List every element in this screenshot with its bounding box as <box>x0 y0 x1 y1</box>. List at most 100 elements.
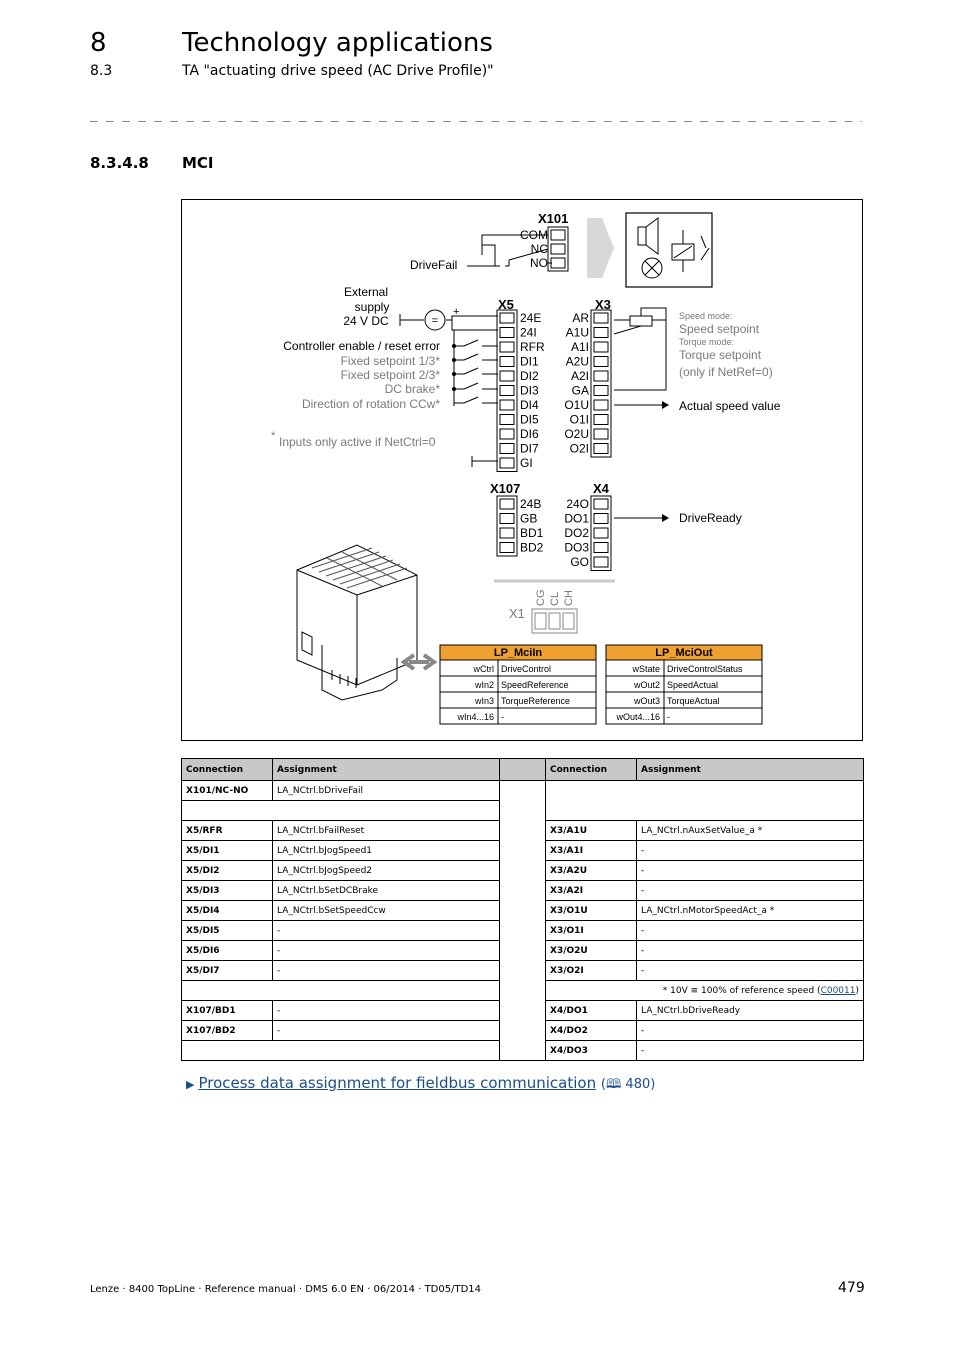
chapter-number: 8 <box>90 28 107 58</box>
x5-terminal-pin <box>499 327 515 338</box>
subsection-title: MCI <box>182 154 214 172</box>
x101-terminal-pin <box>550 243 566 255</box>
x3-terminal-pin <box>593 356 609 367</box>
connection-cell: X3/O2I <box>545 960 637 981</box>
x4-terminal-pin-label: 24O <box>566 497 589 511</box>
connection-cell: X5/DI3 <box>181 880 273 901</box>
connection-cell: X3/O2U <box>545 940 637 961</box>
assignment-cell: - <box>636 940 864 961</box>
page-reference[interactable]: (🕮 480) <box>600 1077 656 1092</box>
x5-terminal-pin <box>499 356 515 367</box>
lp-mciin-table-signal: DriveControl <box>501 664 551 674</box>
x5-terminal-pin-label: 24E <box>520 311 541 325</box>
connection-cell: X3/O1U <box>545 900 637 921</box>
connection-cell: X4/DO1 <box>545 1000 637 1021</box>
x1-pin-label: CH <box>563 590 575 606</box>
connection-cell: X107/BD2 <box>181 1020 273 1041</box>
assignment-cell: LA_NCtrl.bSetDCBrake <box>272 880 500 901</box>
assignment-cell: - <box>636 860 864 881</box>
note-star: * <box>271 430 276 442</box>
lp-mciin-table-port: wCtrl <box>473 664 495 674</box>
assignment-cell: - <box>636 920 864 941</box>
x4-terminal-pin-label: DO1 <box>564 512 589 526</box>
book-icon: 🕮 <box>605 1077 622 1092</box>
x4-terminal-pin-label: DO3 <box>564 541 589 555</box>
table-header-row: Connection Assignment Connection Assignm… <box>181 758 864 781</box>
x107-title: X107 <box>490 481 520 496</box>
x5-terminal-pin-label: DI6 <box>520 427 539 441</box>
subsection-number: 8.3.4.8 <box>90 154 149 172</box>
supply-line1: External <box>344 285 388 299</box>
arrow-icon <box>662 401 669 409</box>
x4-terminal-pin-label: DO2 <box>564 526 589 540</box>
assignment-cell: - <box>272 960 500 981</box>
chapter-title: Technology applications <box>182 28 493 58</box>
fieldbus-link[interactable]: Process data assignment for fieldbus com… <box>198 1074 597 1092</box>
cross-reference: ▶Process data assignment for fieldbus co… <box>186 1074 655 1097</box>
x3-terminal-pin <box>593 370 609 382</box>
x3-terminal-pin <box>593 341 609 353</box>
lp-mciout-table-signal: DriveControlStatus <box>667 664 743 674</box>
input-di4-label: Direction of rotation CCw* <box>302 397 440 411</box>
arrow-icon <box>662 514 669 522</box>
x3-terminal-pin-label: O2I <box>570 442 589 456</box>
assignment-cell: - <box>636 880 864 901</box>
x107-terminal-pin <box>499 513 515 524</box>
x3-terminal-pin <box>593 399 609 411</box>
x3-terminal-pin-label: A1U <box>566 326 589 340</box>
x5-terminal-pin <box>499 312 515 324</box>
lp-mciin-table-signal: TorqueReference <box>501 696 570 706</box>
x3-terminal-pin-label: A2U <box>566 355 589 369</box>
x5-terminal-pin <box>499 457 515 469</box>
x5-terminal-pin-label: DI4 <box>520 398 539 412</box>
driveready-label: DriveReady <box>679 511 742 525</box>
header-separator: _ _ _ _ _ _ _ _ _ _ _ _ _ _ _ _ _ _ _ _ … <box>90 108 862 122</box>
x5-terminal-pin <box>499 370 515 382</box>
lp-mciout-table-port: wOut4...16 <box>615 712 660 722</box>
lp-mciin-table-signal: - <box>501 712 504 722</box>
supply-symbol: = <box>432 315 438 327</box>
assignment-cell: LA_NCtrl.bSetSpeedCcw <box>272 900 500 921</box>
x5-terminal-pin <box>499 428 515 440</box>
assignment-cell: LA_NCtrl.bDriveFail <box>272 780 500 801</box>
x4-terminal-pin <box>593 498 609 510</box>
x101-terminal-pin <box>550 257 566 269</box>
page-number: 479 <box>838 1280 865 1296</box>
section-title: TA "actuating drive speed (AC Drive Prof… <box>182 63 494 79</box>
x5-title: X5 <box>498 297 514 312</box>
actual-speed-label: Actual speed value <box>679 399 781 413</box>
speaker-icon <box>637 217 659 255</box>
x101-title: X101 <box>538 211 568 226</box>
header-connection: Connection <box>181 758 273 781</box>
note-text: Inputs only active if NetCtrl=0 <box>279 435 436 449</box>
connection-cell: X3/A2U <box>545 860 637 881</box>
x5-terminal-pin <box>499 385 515 396</box>
table-row: X4/DO3- <box>181 1040 864 1061</box>
parameter-link[interactable]: C00011 <box>820 985 856 996</box>
x107-terminal-pin-label: GB <box>520 512 537 526</box>
x3-terminal-pin <box>593 327 609 338</box>
x3-terminal-pin <box>593 385 609 396</box>
x3-terminal-pin-label: O1I <box>570 413 589 427</box>
assignment-table: Connection Assignment Connection Assignm… <box>181 758 864 1061</box>
x1-pin-label: CL <box>549 592 561 606</box>
lp-mciin-table-port: wIn2 <box>474 680 494 690</box>
speed-mode-label: Speed mode: <box>679 311 733 321</box>
table-row: X107/BD2-X4/DO2- <box>181 1020 864 1041</box>
x4-terminal-pin-label: GO <box>570 555 589 569</box>
connection-cell: X3/A1U <box>545 820 637 841</box>
supply-source-icon <box>424 309 446 331</box>
input-di1-label: Fixed setpoint 1/3* <box>341 354 441 368</box>
x5-terminal-pin <box>499 443 515 454</box>
lp-mciout-table-signal: TorqueActual <box>667 696 720 706</box>
lp-mciout-table-signal: SpeedActual <box>667 680 718 690</box>
x1-pin-label: CG <box>535 590 547 607</box>
x3-title: X3 <box>595 297 611 312</box>
